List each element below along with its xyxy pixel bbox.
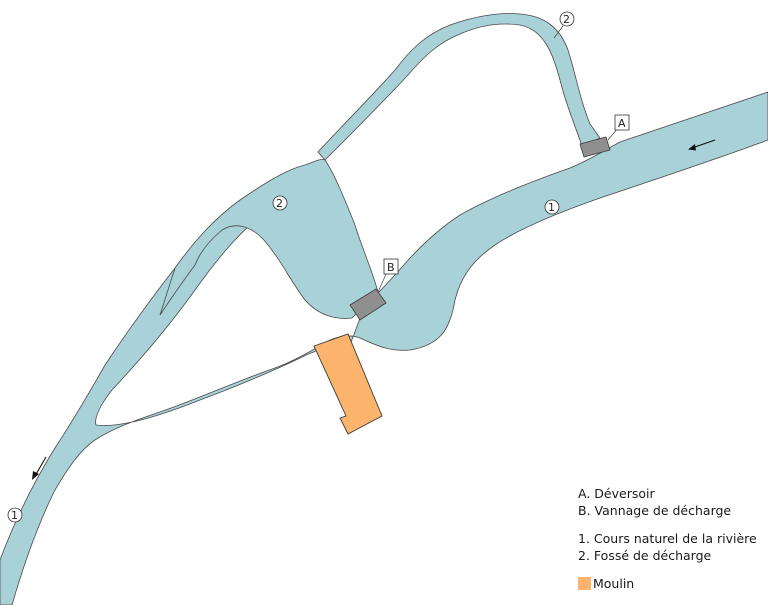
label-a-text: A	[618, 117, 626, 130]
flow-arrow-upper-icon	[688, 139, 716, 151]
svg-text:1: 1	[548, 201, 555, 214]
legend-label: Cours naturel de la rivière	[593, 531, 757, 546]
legend-item-b: B. Vannage de décharge	[578, 502, 757, 519]
legend-key: 2.	[578, 548, 590, 563]
leader-line-b	[377, 271, 388, 293]
legend-key: B.	[578, 503, 591, 518]
legend-item-2: 2. Fossé de décharge	[578, 547, 757, 564]
legend-label: Déversoir	[594, 486, 655, 501]
marker-1-upper: 1	[544, 199, 560, 215]
legend-key: 1.	[578, 531, 590, 546]
legend-key: A.	[578, 486, 591, 501]
mill-building	[313, 333, 383, 435]
legend-label: Vannage de décharge	[594, 503, 732, 518]
flow-arrow-lower-icon	[32, 456, 47, 480]
discharge-gate-b	[349, 288, 387, 321]
label-box-b	[383, 258, 399, 275]
legend-item-mill: Moulin	[578, 575, 757, 592]
marker-2-upper: 2	[559, 11, 575, 27]
legend-item-a: A. Déversoir	[578, 485, 757, 502]
main-river-channel	[0, 91, 768, 605]
weir-gate-a	[579, 136, 611, 158]
svg-text:2: 2	[563, 13, 570, 26]
marker-2-basin: 2	[272, 195, 288, 211]
leader-line-2-upper	[553, 25, 564, 39]
legend-label: Moulin	[593, 576, 635, 591]
legend: A. Déversoir B. Vannage de décharge 1. C…	[578, 485, 757, 592]
discharge-ditch-basin	[159, 159, 379, 319]
legend-item-1: 1. Cours naturel de la rivière	[578, 530, 757, 547]
marker-1-lower: 1	[7, 507, 23, 523]
svg-text:2: 2	[276, 197, 283, 210]
legend-label: Fossé de décharge	[593, 548, 712, 563]
label-box-a	[614, 114, 630, 131]
mill-swatch-icon	[578, 577, 591, 590]
svg-text:1: 1	[11, 509, 18, 522]
label-b-text: B	[387, 261, 395, 274]
discharge-ditch-upper-channel	[317, 13, 601, 161]
